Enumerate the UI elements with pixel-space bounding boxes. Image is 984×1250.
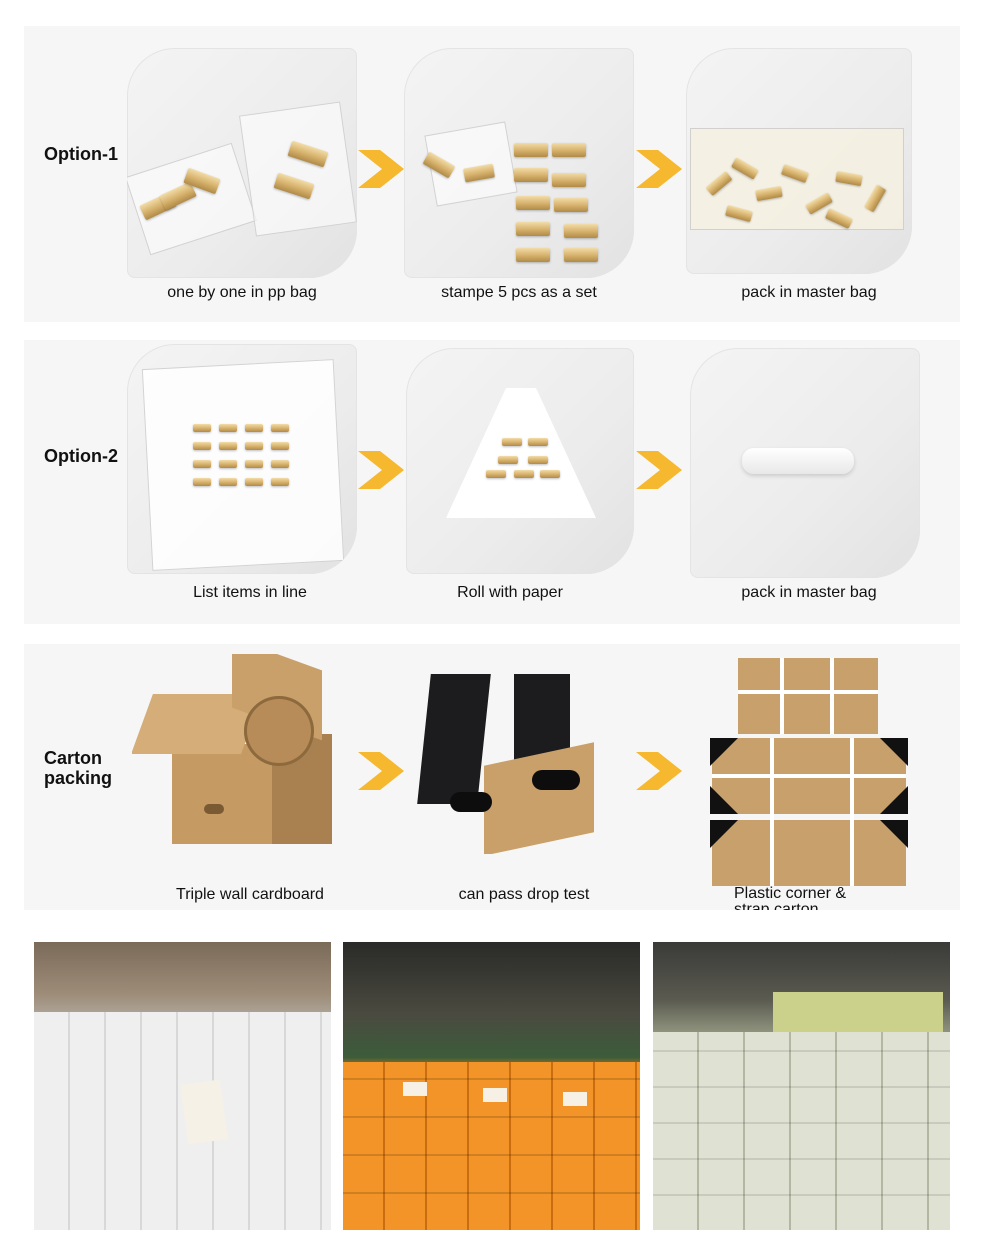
option-1-step-2-photo [404, 48, 634, 278]
chevron-right-icon [636, 451, 682, 489]
chevron-right-icon [358, 752, 404, 790]
gold-piece [245, 460, 263, 468]
chevron-right-icon [636, 752, 682, 790]
gold-piece [219, 478, 237, 486]
chevron-right-icon [636, 150, 682, 188]
carton-step-2-caption: can pass drop test [458, 886, 590, 903]
gold-piece [245, 424, 263, 432]
strapped-cartons-photo [710, 654, 910, 886]
option-1-step-3-caption: pack in master bag [741, 284, 877, 301]
gold-piece [219, 442, 237, 450]
option-2-step-1-caption: List items in line [193, 584, 307, 601]
option-2-step-3-photo [690, 348, 920, 578]
option-2-label: Option-2 [44, 446, 118, 466]
carton-packing-label: Carton packing [44, 748, 113, 788]
drop-test-photo [414, 674, 604, 854]
warehouse-photo-orange-cartons [343, 942, 640, 1230]
option-2-step-2-photo [406, 348, 634, 574]
carton-step-3-caption: Plastic corner & strap carton [734, 886, 847, 910]
option-2-step-3-caption: pack in master bag [741, 584, 877, 601]
option-2-step-2-caption: Roll with paper [457, 584, 563, 601]
option-1-label: Option-1 [44, 144, 118, 164]
triple-wall-box-photo [132, 654, 352, 854]
gold-piece [271, 424, 289, 432]
warehouse-photo-green-wrapped [653, 942, 950, 1230]
option-1-step-3-photo [686, 48, 912, 274]
option-1-step-1-photo [127, 48, 357, 278]
gold-piece [245, 442, 263, 450]
option-2-panel: Option-2 List items in line Roll with pa… [24, 340, 960, 624]
chevron-right-icon [358, 150, 404, 188]
carton-step-1-caption: Triple wall cardboard [176, 886, 324, 903]
gold-piece [271, 478, 289, 486]
gold-piece [219, 460, 237, 468]
option-1-step-1-caption: one by one in pp bag [167, 284, 317, 301]
gold-piece [193, 478, 211, 486]
carton-packing-panel: Carton packing Triple wall cardboard can… [24, 644, 960, 910]
gold-piece [193, 460, 211, 468]
gold-piece [193, 424, 211, 432]
warehouse-photo-white-bags [34, 942, 331, 1230]
gold-piece [245, 478, 263, 486]
option-2-step-1-photo [127, 344, 357, 574]
gold-piece [271, 460, 289, 468]
option-1-step-2-caption: stampe 5 pcs as a set [441, 284, 597, 301]
gold-piece [219, 424, 237, 432]
chevron-right-icon [358, 451, 404, 489]
gold-piece [193, 442, 211, 450]
option-1-panel: Option-1 one by one in pp bag stampe 5 p… [24, 26, 960, 322]
gold-piece [271, 442, 289, 450]
